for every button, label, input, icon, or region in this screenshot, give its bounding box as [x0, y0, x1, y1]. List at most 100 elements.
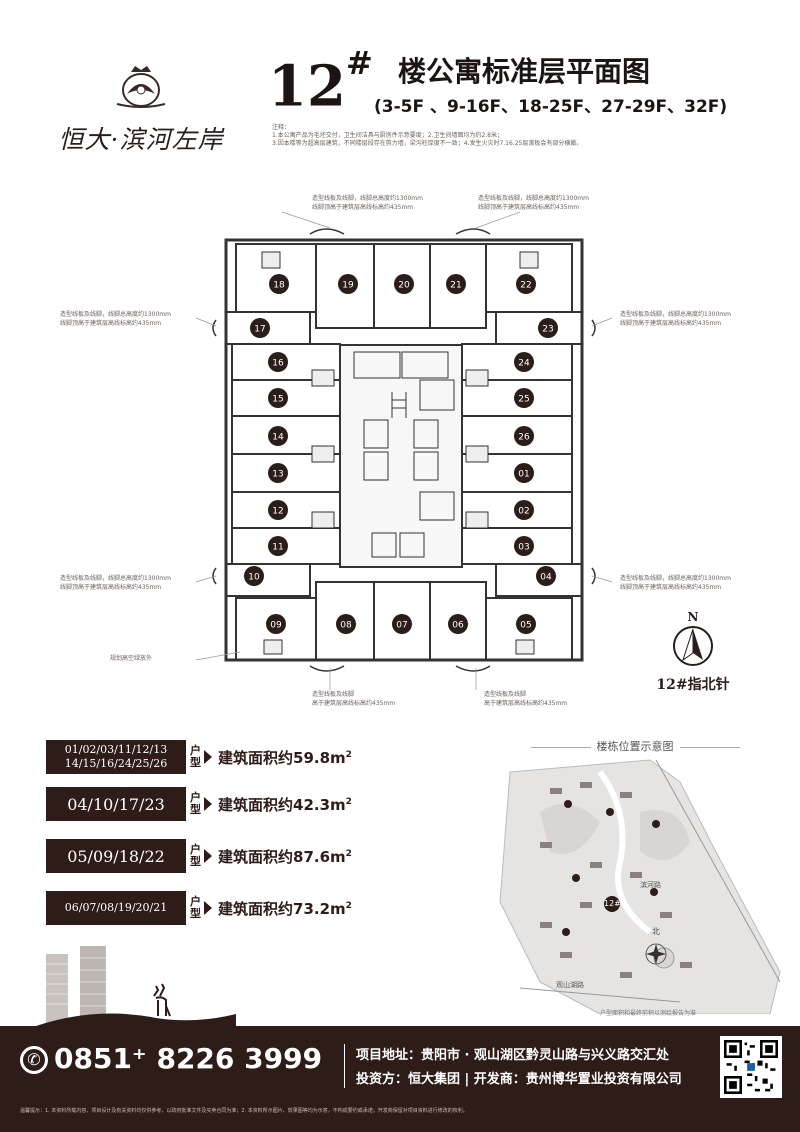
site-map: [499, 759, 781, 1014]
unit-label-19: 19: [342, 281, 354, 291]
unit-label-25: 25: [518, 395, 529, 405]
area-units: 05/09/18/22: [46, 839, 186, 873]
site-compass-icon: [645, 943, 667, 965]
unit-label-06: 06: [452, 621, 464, 631]
unit-badge-15: [268, 388, 288, 408]
unit-label-08: 08: [340, 621, 352, 631]
unit-label-03: 03: [518, 543, 529, 553]
unit-type-label: 户型: [190, 895, 201, 920]
unit-label-04: 04: [540, 573, 552, 583]
project-address: 项目地址：贵阳市 · 观山湖区黔灵山路与兴义路交汇处: [356, 1048, 669, 1063]
unit-label-14: 14: [272, 433, 284, 443]
brand-logo: 恒大·滨河左岸: [56, 64, 226, 156]
north-arrow: N 12#指北针: [656, 610, 730, 693]
area-row-3: 05/09/18/22 户型 建筑面积约87.6m2: [46, 839, 352, 873]
callout-left-bottom: 规划高空绿放外: [110, 655, 153, 662]
unit-label-05: 05: [520, 621, 531, 631]
site-building-marker: 12#: [604, 896, 621, 912]
crest-icon: [116, 66, 166, 108]
footer: ✆0851⁺ 8226 3999 项目地址：贵阳市 · 观山湖区黔灵山路与兴义路…: [0, 1026, 800, 1132]
unit-badge-26: [514, 426, 534, 446]
unit-label-26: 26: [518, 433, 530, 443]
phone-icon: ✆: [20, 1046, 48, 1074]
unit-label-16: 16: [272, 359, 284, 369]
unit-label-01: 01: [518, 470, 529, 480]
unit-badge-11: [268, 536, 288, 556]
unit-label-24: 24: [518, 359, 530, 369]
unit-label-12: 12: [272, 507, 283, 517]
site-road-label: 滨河路: [640, 881, 661, 889]
phone-number[interactable]: ✆0851⁺ 8226 3999: [20, 1042, 322, 1075]
unit-badge-07: [392, 614, 412, 634]
unit-label-23: 23: [542, 325, 553, 335]
area-units: 04/10/17/23: [46, 787, 186, 821]
unit-badge-06: [448, 614, 468, 634]
unit-label-02: 02: [518, 507, 529, 517]
unit-label-21: 21: [450, 281, 461, 291]
unit-type-label: 户型: [190, 843, 201, 868]
area-value: 建筑面积约59.8m2: [218, 748, 352, 767]
unit-label-18: 18: [273, 281, 285, 291]
unit-label-22: 22: [520, 281, 531, 291]
unit-badge-25: [514, 388, 534, 408]
site-note: 户型面积和最终前积以测绘报告为准: [600, 1010, 697, 1017]
building-number: 12#: [268, 44, 373, 120]
unit-badge-22: [516, 274, 536, 294]
site-north-label: 北: [652, 927, 660, 936]
compass-icon: [673, 626, 713, 666]
divider: [344, 1044, 345, 1088]
area-value: 建筑面积约42.3m2: [218, 795, 352, 814]
unit-badge-13: [268, 463, 288, 483]
unit-badge-02: [514, 500, 534, 520]
triangle-icon: [204, 901, 212, 915]
disclaimer: 温馨提示：1. 本资料所载内容、项目设计及有关资料均仅供参考，以政府批准文件及买…: [20, 1108, 468, 1114]
site-map-title: 楼栋位置示意图: [500, 738, 770, 754]
developer-info: 投资方：恒大集团 | 开发商：贵州博华置业投资有限公司: [356, 1072, 682, 1087]
qr-code[interactable]: [720, 1036, 782, 1098]
unit-badge-04: [536, 566, 556, 586]
unit-badge-12: [268, 500, 288, 520]
triangle-icon: [204, 849, 212, 863]
title-text: 楼公寓标准层平面图: [398, 55, 651, 88]
unit-badge-18: [269, 274, 289, 294]
unit-badge-19: [338, 274, 358, 294]
unit-label-15: 15: [272, 395, 283, 405]
unit-badge-03: [514, 536, 534, 556]
unit-badge-01: [514, 463, 534, 483]
callout-bottom-left: 造型线板及线脚高于建筑层高线标高约435mm: [312, 691, 396, 707]
unit-label-07: 07: [396, 621, 407, 631]
unit-badge-08: [336, 614, 356, 634]
site-road-label: 观山湖路: [556, 981, 584, 989]
area-row-4: 06/07/08/19/20/21 户型 建筑面积约73.2m2: [46, 891, 352, 925]
unit-badge-23: [538, 318, 558, 338]
deer-icon: [153, 983, 171, 1017]
unit-badge-24: [514, 352, 534, 372]
unit-label-11: 11: [272, 543, 283, 553]
unit-label-09: 09: [270, 621, 282, 631]
unit-type-label: 户型: [190, 791, 201, 816]
unit-badge-20: [394, 274, 414, 294]
area-units: 06/07/08/19/20/21: [46, 891, 186, 925]
unit-badge-16: [268, 352, 288, 372]
notes: 注释： 1.本公寓产品为毛坯交付，卫生间洁具与厨房件示意要度；2.卫生间墙面均为…: [272, 124, 583, 147]
unit-badge-14: [268, 426, 288, 446]
unit-label-13: 13: [272, 470, 283, 480]
unit-badge-10: [244, 566, 264, 586]
unit-label-20: 20: [398, 281, 410, 291]
area-value: 建筑面积约87.6m2: [218, 847, 352, 866]
callout-bottom-right: 造型线板及线脚高于建筑层高线标高约435mm: [484, 691, 568, 707]
brand-name: 恒大·滨河左岸: [58, 125, 224, 154]
unit-label-17: 17: [254, 325, 265, 335]
unit-badge-09: [266, 614, 286, 634]
unit-badge-05: [516, 614, 536, 634]
skyline-illustration: [36, 946, 236, 1026]
